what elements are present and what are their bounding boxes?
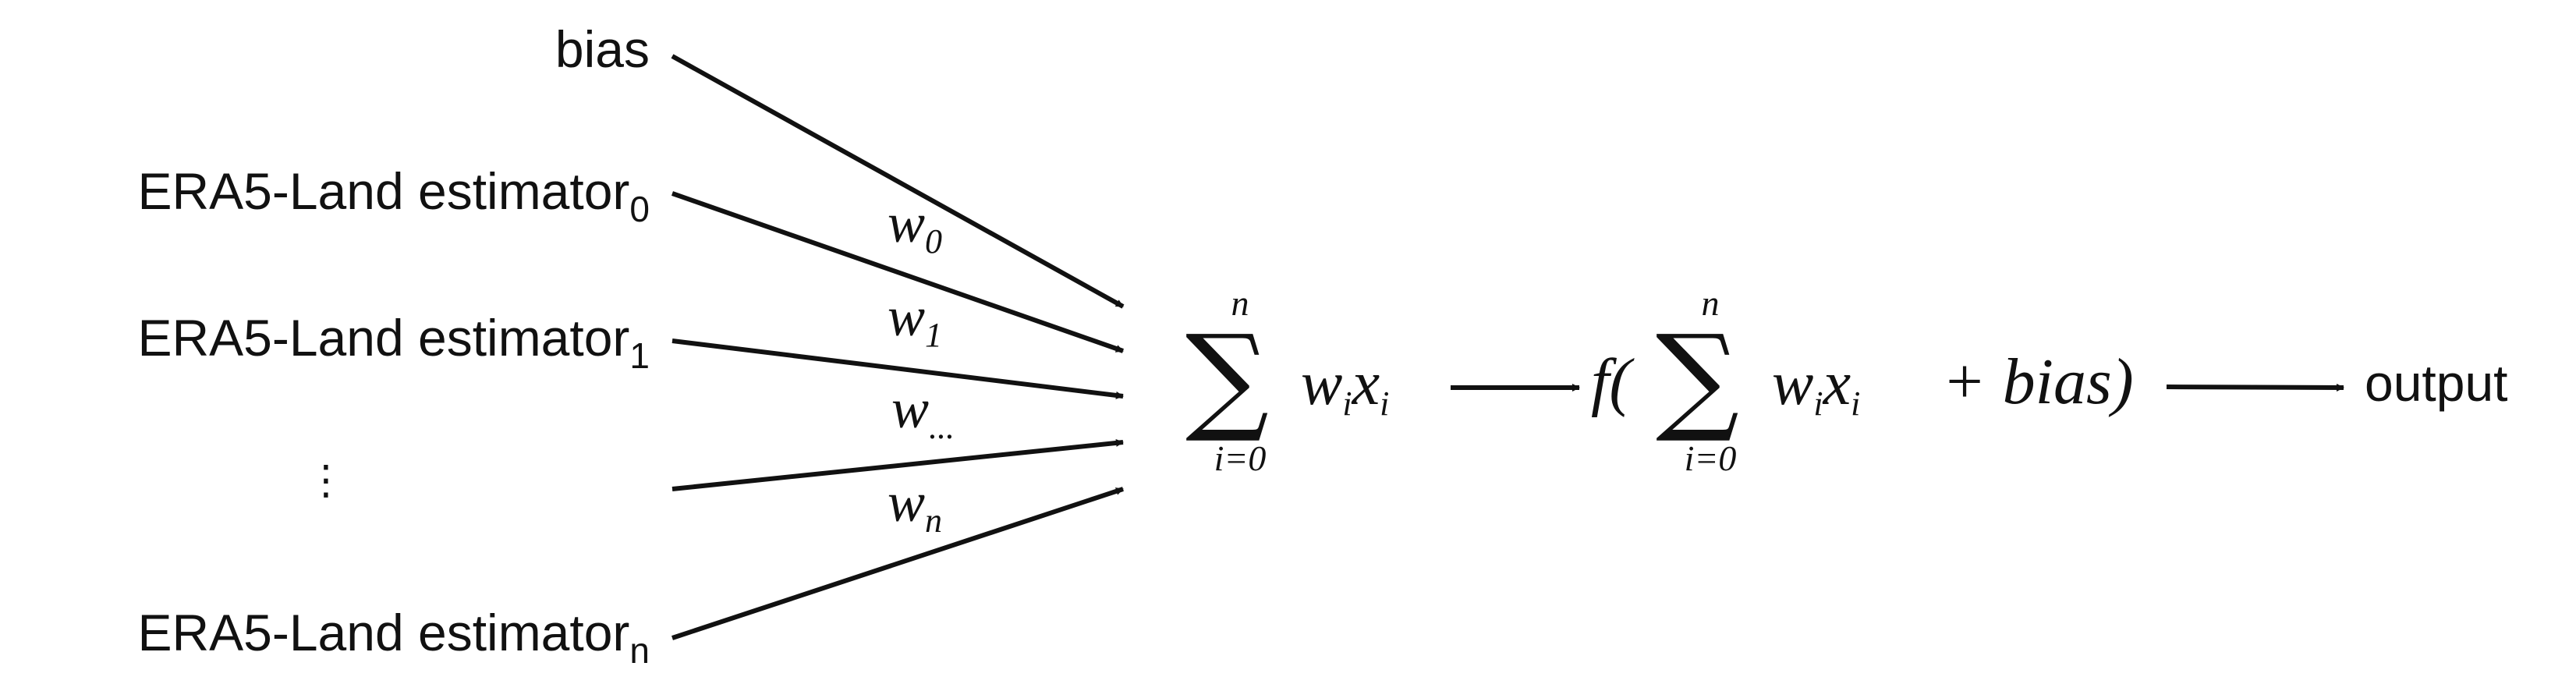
summation-lower-limit: i=0 <box>1214 438 1267 478</box>
arrow-estimator-0 <box>671 191 1124 353</box>
arrow-estimator-n <box>671 487 1124 640</box>
estimator-0-label: ERA5-Land estimator0 <box>137 162 650 229</box>
weight-w0: w0 <box>888 192 943 260</box>
weight-wn: wn <box>888 471 943 540</box>
summation-upper-limit: n <box>1231 283 1249 323</box>
arrow-bias <box>671 54 1125 309</box>
arrow-estimator-dots <box>671 438 1124 491</box>
activation-bias: + bias) <box>1942 346 2134 418</box>
activation-open: f( <box>1591 346 1632 418</box>
ellipsis-label: ⋮ <box>306 458 346 503</box>
activation-upper-limit: n <box>1701 283 1720 323</box>
activation-sigma: ∑ <box>1656 310 1740 446</box>
estimator-n-label: ERA5-Land estimatorn <box>137 604 650 671</box>
output-label: output <box>2365 354 2508 412</box>
weight-w1: w1 <box>888 285 943 354</box>
arrow-estimator-1 <box>671 338 1124 399</box>
activation-term: wixi <box>1772 349 1861 423</box>
summation-sigma: ∑ <box>1185 310 1270 446</box>
activation-lower-limit: i=0 <box>1684 438 1737 478</box>
arrow-to-output <box>2166 383 2344 392</box>
bias-label: bias <box>555 20 650 78</box>
weight-wdots: w... <box>891 377 955 446</box>
summation-term: wixi <box>1301 349 1390 423</box>
estimator-1-label: ERA5-Land estimator1 <box>137 309 650 376</box>
